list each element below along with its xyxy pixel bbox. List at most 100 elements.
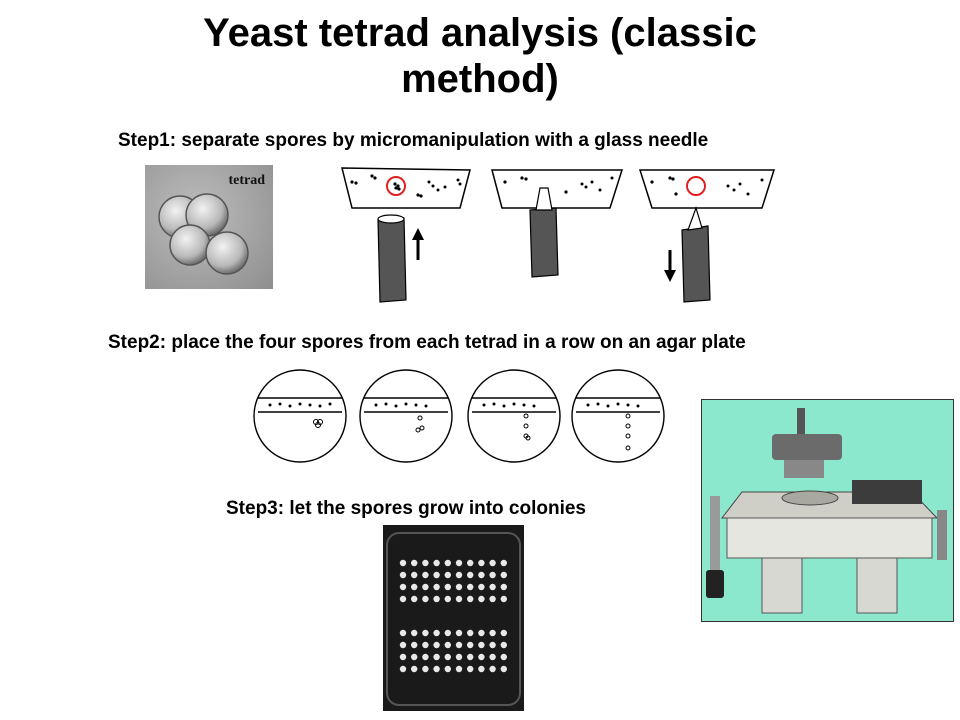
yeast-colony: [489, 571, 496, 579]
yeast-colony: [478, 595, 485, 603]
yeast-colony: [500, 559, 507, 567]
yeast-colony: [433, 583, 440, 591]
yeast-colony: [500, 571, 507, 579]
yeast-colony: [455, 653, 463, 661]
target-tetrad-circle: [386, 176, 406, 196]
colony-grid: [386, 532, 521, 706]
yeast-colony: [444, 665, 451, 673]
yeast-colony: [411, 571, 418, 579]
yeast-colony: [467, 629, 474, 637]
yeast-colony: [489, 629, 496, 637]
yeast-colony: [489, 559, 496, 567]
yeast-colony: [422, 595, 429, 603]
yeast-colony: [411, 641, 418, 649]
yeast-colony: [433, 665, 440, 673]
agar-plate: [571, 369, 665, 463]
yeast-colony: [411, 595, 418, 603]
yeast-colony: [478, 559, 485, 567]
yeast-colony: [422, 653, 429, 661]
yeast-colony: [444, 595, 451, 603]
yeast-colony: [411, 653, 418, 661]
yeast-colony: [489, 641, 496, 649]
yeast-colony: [478, 629, 485, 637]
yeast-colony: [422, 571, 429, 579]
yeast-colony: [500, 653, 507, 661]
glass-needle: [529, 207, 559, 278]
yeast-colony: [467, 653, 474, 661]
yeast-colony: [399, 571, 407, 579]
target-tetrad-circle: [686, 176, 706, 196]
yeast-colony: [455, 559, 463, 567]
yeast-colony: [478, 571, 485, 579]
yeast-colony: [433, 559, 440, 567]
yeast-colony: [433, 595, 440, 603]
yeast-colony: [433, 641, 440, 649]
glass-needle: [377, 217, 407, 303]
agar-plate: [253, 369, 347, 463]
yeast-colony: [411, 665, 418, 673]
step2-caption: Step2: place the four spores from each t…: [108, 332, 746, 353]
yeast-colony: [478, 653, 485, 661]
yeast-colony: [500, 629, 507, 637]
yeast-colony: [467, 559, 474, 567]
yeast-colony: [422, 583, 429, 591]
tetrad-label: tetrad: [228, 173, 265, 188]
tetrad-cells: [158, 193, 249, 275]
step1-caption: Step1: separate spores by micromanipulat…: [118, 130, 709, 151]
agar-slab: [491, 169, 624, 209]
yeast-colony: [489, 595, 496, 603]
yeast-colony: [467, 595, 474, 603]
tetrad-micrograph: tetrad: [145, 165, 273, 289]
yeast-colony: [422, 641, 429, 649]
yeast-colony: [422, 559, 429, 567]
yeast-colony: [455, 571, 463, 579]
yeast-colony: [411, 559, 418, 567]
yeast-colony: [444, 559, 451, 567]
yeast-colony: [444, 583, 451, 591]
yeast-colony: [467, 665, 474, 673]
yeast-colony: [411, 629, 418, 637]
yeast-colony: [467, 641, 474, 649]
agar-plate-sketches: [253, 369, 665, 463]
yeast-colony: [489, 665, 496, 673]
spore-cell: [169, 224, 211, 266]
yeast-colony: [444, 653, 451, 661]
yeast-colony: [411, 583, 418, 591]
yeast-colony: [444, 641, 451, 649]
yeast-colony: [433, 571, 440, 579]
yeast-colony: [455, 583, 463, 591]
yeast-colony: [399, 559, 407, 567]
yeast-colony: [500, 583, 507, 591]
yeast-colony: [399, 653, 407, 661]
yeast-colony: [455, 595, 463, 603]
yeast-colony: [422, 629, 429, 637]
yeast-colony: [455, 641, 463, 649]
agar-slab: [341, 167, 471, 209]
yeast-colony: [422, 665, 429, 673]
colony-plate-photo: [383, 525, 524, 711]
step3-caption: Step3: let the spores grow into colonies: [226, 498, 586, 519]
agar-slab: [638, 169, 776, 209]
micromanipulator-photo: [701, 399, 954, 622]
yeast-colony: [489, 583, 496, 591]
spore-cell: [205, 231, 249, 275]
yeast-colony: [444, 629, 451, 637]
yeast-colony: [478, 583, 485, 591]
yeast-colony: [478, 665, 485, 673]
yeast-colony: [467, 571, 474, 579]
yeast-colony: [455, 629, 463, 637]
yeast-colony: [478, 641, 485, 649]
yeast-colony: [433, 629, 440, 637]
yeast-colony: [399, 629, 407, 637]
yeast-colony: [399, 641, 407, 649]
yeast-colony: [433, 653, 440, 661]
yeast-colony: [444, 571, 451, 579]
micromanipulation-sketch: [341, 167, 776, 303]
yeast-colony: [489, 653, 496, 661]
yeast-colony: [467, 583, 474, 591]
yeast-colony: [399, 665, 407, 673]
yeast-colony: [455, 665, 463, 673]
agar-plate: [359, 369, 453, 463]
yeast-colony: [500, 665, 507, 673]
yeast-colony: [399, 583, 407, 591]
